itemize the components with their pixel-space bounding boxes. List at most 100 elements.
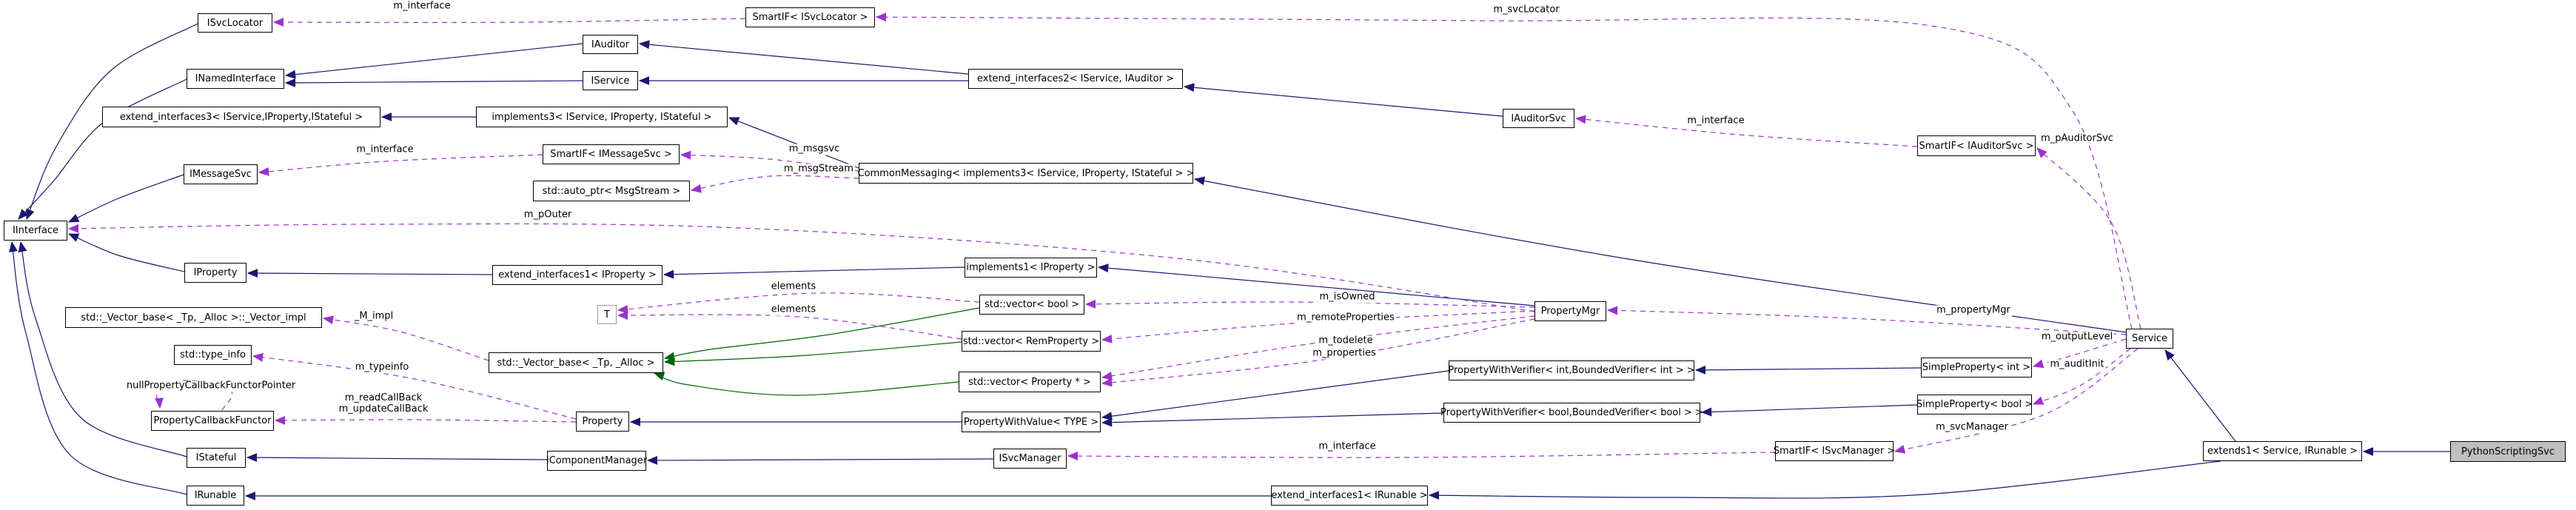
edge-label-m_msgsvc: m_msgsvc (787, 143, 842, 155)
edge-PropertyMgr-to-vptr (1101, 318, 1535, 387)
node-PythonScriptingSvc[interactable]: PythonScriptingSvc (2450, 441, 2566, 462)
node-ext2[interactable]: extend_interfaces2< IService, IAuditor > (968, 69, 1183, 89)
edge-label-m_outputLevel: m_outputLevel (2039, 331, 2115, 343)
node-PCF[interactable]: PropertyCallbackFunctor (151, 411, 274, 431)
node-vbool[interactable]: std::vector< bool > (979, 295, 1084, 315)
node-IAuditor[interactable]: IAuditor (583, 35, 638, 54)
node-IService[interactable]: IService (583, 71, 638, 90)
node-PropertyMgr[interactable]: PropertyMgr (1534, 301, 1606, 321)
node-typeinfo[interactable]: std::type_info (174, 345, 252, 365)
node-ISvcManager[interactable]: ISvcManager (993, 449, 1067, 469)
node-SmartIFSvcLoc[interactable]: SmartIF< ISvcLocator > (745, 7, 875, 27)
node-CM[interactable]: CommonMessaging< implements3< IService, … (858, 163, 1194, 184)
edge-IAuditor-to-INamedInterface (284, 43, 583, 79)
edge-label-m_pOuter: m_pOuter (522, 209, 574, 221)
edge-SmartIFSvcMgr-to-ISvcManager (1067, 452, 1776, 461)
node-ext1IRun[interactable]: extend_interfaces1< IRunable > (1271, 486, 1428, 506)
node-ext1IProp[interactable]: extend_interfaces1< IProperty > (492, 265, 663, 285)
edge-Service-to-SmartIFAudSvc (2036, 147, 2141, 329)
edge-SmartIFMsgSvc-to-IMessageSvc (258, 154, 543, 176)
node-IProperty[interactable]: IProperty (184, 263, 246, 283)
node-IInterface[interactable]: IInterface (4, 221, 67, 241)
node-IStateful[interactable]: IStateful (187, 448, 246, 468)
edge-ext1IProp-to-IProperty (246, 269, 493, 278)
edge-label-m_typeinfo: m_typeinfo (353, 361, 411, 374)
edge-CM-to-autoptr (690, 175, 859, 193)
edge-ISvcManager-to-IComponentManager (646, 455, 994, 465)
edge-label-m_readCallBack: m_readCallBack m_updateCallBack (337, 392, 430, 415)
node-SmartIFMsgSvc[interactable]: SmartIF< IMessageSvc > (543, 144, 680, 164)
node-PWValue[interactable]: PropertyWithValue< TYPE > (962, 412, 1101, 432)
node-PWVbool[interactable]: PropertyWithVerifier< bool,BoundedVerifi… (1440, 403, 1703, 423)
edge-label-m_msgStream: m_msgStream (782, 163, 855, 175)
edge-label-m_interface: m_interface (1317, 440, 1378, 453)
node-SPint[interactable]: SimpleProperty< int > (1921, 358, 2032, 378)
node-ISvcLocator[interactable]: ISvcLocator (198, 13, 272, 33)
node-implements3[interactable]: implements3< IService, IProperty, IState… (476, 107, 728, 127)
edge-vrem-to-T (617, 311, 962, 340)
node-extends1[interactable]: extends1< Service, IRunable > (2203, 441, 2362, 461)
edge-IComponentManager-to-IStateful (246, 453, 548, 463)
edge-CM-to-implements3 (728, 117, 859, 169)
edge-PropertyMgr-to-vbool (1084, 299, 1535, 309)
node-SPbool[interactable]: SimpleProperty< bool > (1916, 395, 2033, 415)
edge-vrem-to-VecBase (663, 341, 962, 366)
edge-SPint-to-PWVint (1694, 365, 1922, 375)
node-T[interactable]: T (597, 305, 617, 324)
edge-SPbool-to-PWVbool (1700, 404, 1918, 417)
node-Property[interactable]: Property (576, 412, 629, 432)
edge-INamedInterface-to-IInterface (18, 78, 187, 220)
edge-label-_M_impl: _M_impl (352, 310, 395, 323)
node-VecImpl[interactable]: std::_Vector_base< _Tp, _Alloc >::_Vecto… (65, 307, 322, 328)
edge-vbool-to-T (617, 292, 980, 314)
edge-label-m_isOwned: m_isOwned (1318, 291, 1377, 303)
edge-IService-to-INamedInterface (284, 78, 583, 87)
edge-PropertyMgr-to-IInterface (67, 223, 1535, 312)
node-vrem[interactable]: std::vector< RemProperty > (962, 331, 1101, 352)
node-INamedInterface[interactable]: INamedInterface (187, 69, 284, 89)
node-vptr[interactable]: std::vector< Property * > (959, 372, 1101, 392)
edge-VecBase-to-VecImpl (322, 315, 489, 361)
edge-label-m_propertyMgr: m_propertyMgr (1935, 304, 2012, 317)
edge-SmartIFSvcLoc-to-ISvcLocator (272, 18, 746, 27)
edge-Service-to-SPbool (2032, 348, 2131, 405)
edge-Property-to-typeinfo (252, 352, 577, 420)
node-IComponentManager[interactable]: IComponentManager (546, 451, 647, 471)
edge-extends1-to-Service (2164, 349, 2236, 442)
node-IRunable[interactable]: IRunable (187, 486, 244, 506)
edge-label-m_svcLocator: m_svcLocator (1492, 4, 1561, 16)
edge-IMessageSvc-to-IInterface (67, 174, 184, 223)
node-PWVint[interactable]: PropertyWithVerifier< int,BoundedVerifie… (1448, 360, 1695, 380)
node-IAuditorSvc[interactable]: IAuditorSvc (1503, 109, 1574, 128)
node-Service[interactable]: Service (2126, 329, 2173, 349)
edge-extends1-to-ext1IRun (1428, 460, 2221, 500)
edge-label-elements: elements (769, 281, 818, 293)
edge-IAuditorSvc-to-ext2 (1183, 83, 1503, 117)
node-VecBase[interactable]: std::_Vector_base< _Tp, _Alloc > (489, 352, 663, 373)
node-SmartIFAudSvc[interactable]: SmartIF< IAuditorSvc > (1917, 135, 2036, 156)
node-SmartIFSvcMgr[interactable]: SmartIF< ISvcManager > (1774, 441, 1895, 461)
node-autoptr[interactable]: std::auto_ptr< MsgStream > (533, 181, 690, 201)
edge-ISvcLocator-to-IInterface (26, 23, 198, 221)
node-implements1[interactable]: implements1< IProperty > (965, 258, 1097, 278)
edge-Service-to-SPint (2032, 338, 2127, 369)
edge-label-m_interface: m_interface (1686, 115, 1746, 127)
edge-label-m_todelete: m_todelete (1317, 335, 1375, 347)
edge-label-m_interface: m_interface (392, 0, 452, 13)
node-ext3[interactable]: extend_interfaces3< IService,IProperty,I… (102, 107, 380, 127)
edge-IRunable-to-IInterface (9, 241, 187, 495)
edge-label-m_svcManager: m_svcManager (1934, 421, 2010, 434)
node-IMessageSvc[interactable]: IMessageSvc (184, 164, 258, 184)
edge-label-m_remoteProperties: m_remoteProperties (1295, 312, 1396, 324)
edge-PropertyMgr-to-implements1 (1097, 264, 1535, 306)
edge-PWVint-to-PWValue (1101, 370, 1449, 421)
edge-label-m_properties: m_properties (1311, 347, 1378, 360)
edge-label-nullPropertyCallbackFunctorPointer: nullPropertyCallbackFunctorPointer (124, 380, 298, 392)
edge-label-elements: elements (769, 303, 818, 316)
edge-label-m_auditInit: m_auditInit (2048, 358, 2106, 371)
edge-label-m_pAuditorSvc: m_pAuditorSvc (2039, 132, 2115, 145)
edge-vbool-to-VecBase (663, 307, 980, 361)
edge-ext2-to-IAuditor (638, 40, 969, 75)
